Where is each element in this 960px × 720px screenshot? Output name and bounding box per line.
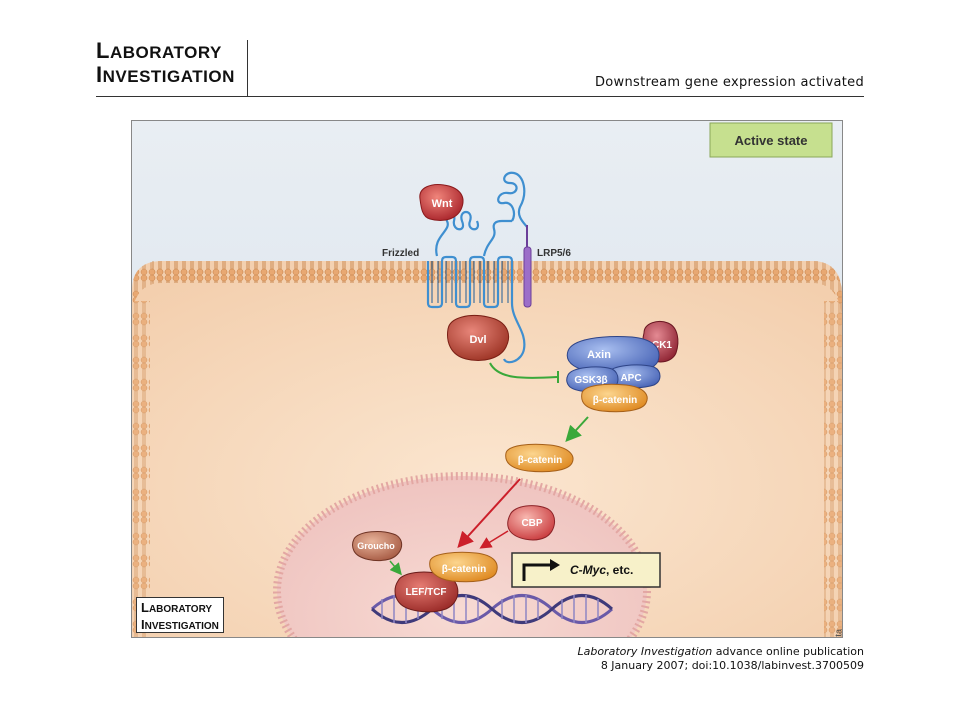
logo-divider bbox=[247, 40, 248, 96]
target-gene-name: C-Myc bbox=[570, 563, 606, 577]
logo-rest-2: NVESTIGATION bbox=[102, 67, 235, 86]
frizzled-receptor bbox=[426, 171, 528, 364]
cbp-label: CBP bbox=[521, 518, 542, 529]
dvl-protein: Dvl bbox=[447, 315, 510, 361]
cell-membrane-top bbox=[152, 261, 822, 283]
leftcf-label: LEF/TCF bbox=[405, 587, 446, 598]
logo-line-2: INVESTIGATION bbox=[96, 64, 246, 88]
slide-title: Downstream gene expression activated bbox=[594, 75, 864, 90]
state-box-label: Active state bbox=[735, 133, 808, 148]
leftcf-protein: LEF/TCF bbox=[394, 571, 459, 613]
groucho-label: Groucho bbox=[357, 541, 395, 551]
figure-logo-rest-1: ABORATORY bbox=[148, 604, 213, 615]
cbp-arrow bbox=[479, 530, 509, 549]
state-box bbox=[709, 122, 833, 158]
gsk3b-label: GSK3β bbox=[574, 375, 607, 386]
target-gene-box: C-Myc, etc. bbox=[511, 552, 661, 588]
cbp-protein: CBP bbox=[507, 505, 555, 541]
lrp-receptor bbox=[523, 225, 532, 308]
citation-footer: Laboratory Investigation advance online … bbox=[577, 645, 864, 673]
logo-cap-l: L bbox=[96, 38, 110, 63]
illustrator-credit: Rebecca Henretta bbox=[834, 629, 842, 637]
ck1-label: CK1 bbox=[652, 340, 672, 351]
wnt-label: Wnt bbox=[432, 198, 453, 210]
logo-rest-1: ABORATORY bbox=[109, 43, 222, 62]
figure-logo-line-2: INVESTIGATION bbox=[141, 617, 219, 634]
cell-membrane-right bbox=[824, 301, 842, 637]
target-gene-label: C-Myc, etc. bbox=[570, 563, 633, 577]
figure-logo-cap-l: L bbox=[141, 600, 149, 615]
bcat-complex-label: β-catenin bbox=[593, 395, 637, 406]
figure-logo-line-1: LABORATORY bbox=[141, 600, 219, 617]
dvl-inhibition-arrow bbox=[489, 362, 558, 379]
figure-logo-cap-i: I bbox=[141, 617, 145, 632]
citation-publication: advance online publication bbox=[712, 645, 864, 658]
wnt-ligand: Wnt bbox=[419, 184, 464, 221]
free-bcatenin: β-catenin bbox=[505, 443, 574, 473]
bcat-free-label: β-catenin bbox=[518, 455, 562, 466]
logo-line-1: LABORATORY bbox=[96, 40, 246, 64]
target-gene-suffix: , etc. bbox=[606, 563, 633, 577]
nuclear-translocation-arrow bbox=[457, 478, 521, 548]
lrp-label: LRP5/6 bbox=[537, 248, 571, 259]
journal-logo: LABORATORY INVESTIGATION bbox=[96, 40, 246, 88]
pathway-diagram: Active state Wnt Frizzled LRP5/6 bbox=[132, 121, 842, 637]
nuclear-bcatenin: β-catenin bbox=[429, 551, 498, 583]
header-rule bbox=[96, 96, 864, 97]
citation-line-1: Laboratory Investigation advance online … bbox=[577, 645, 864, 659]
groucho-arrow bbox=[389, 560, 402, 576]
destruction-complex: CK1 Axin APC GSK3β β-catenin bbox=[566, 320, 679, 413]
citation-journal: Laboratory Investigation bbox=[577, 645, 713, 658]
figure-journal-logo: LABORATORY INVESTIGATION bbox=[136, 597, 224, 633]
figure-logo-rest-2: NVESTIGATION bbox=[144, 621, 219, 632]
dvl-label: Dvl bbox=[469, 334, 486, 346]
logo-cap-i: I bbox=[96, 62, 103, 87]
release-arrow bbox=[565, 416, 589, 442]
groucho-protein: Groucho bbox=[352, 531, 403, 562]
citation-line-2: 8 January 2007; doi:10.1038/labinvest.37… bbox=[600, 659, 864, 672]
cell-membrane-left bbox=[132, 301, 150, 637]
frizzled-label: Frizzled bbox=[382, 248, 419, 259]
axin-label: Axin bbox=[587, 349, 611, 361]
bcat-nuclear-label: β-catenin bbox=[442, 564, 486, 575]
wnt-pathway-figure: Active state Wnt Frizzled LRP5/6 bbox=[131, 120, 843, 638]
apc-label: APC bbox=[620, 373, 641, 384]
